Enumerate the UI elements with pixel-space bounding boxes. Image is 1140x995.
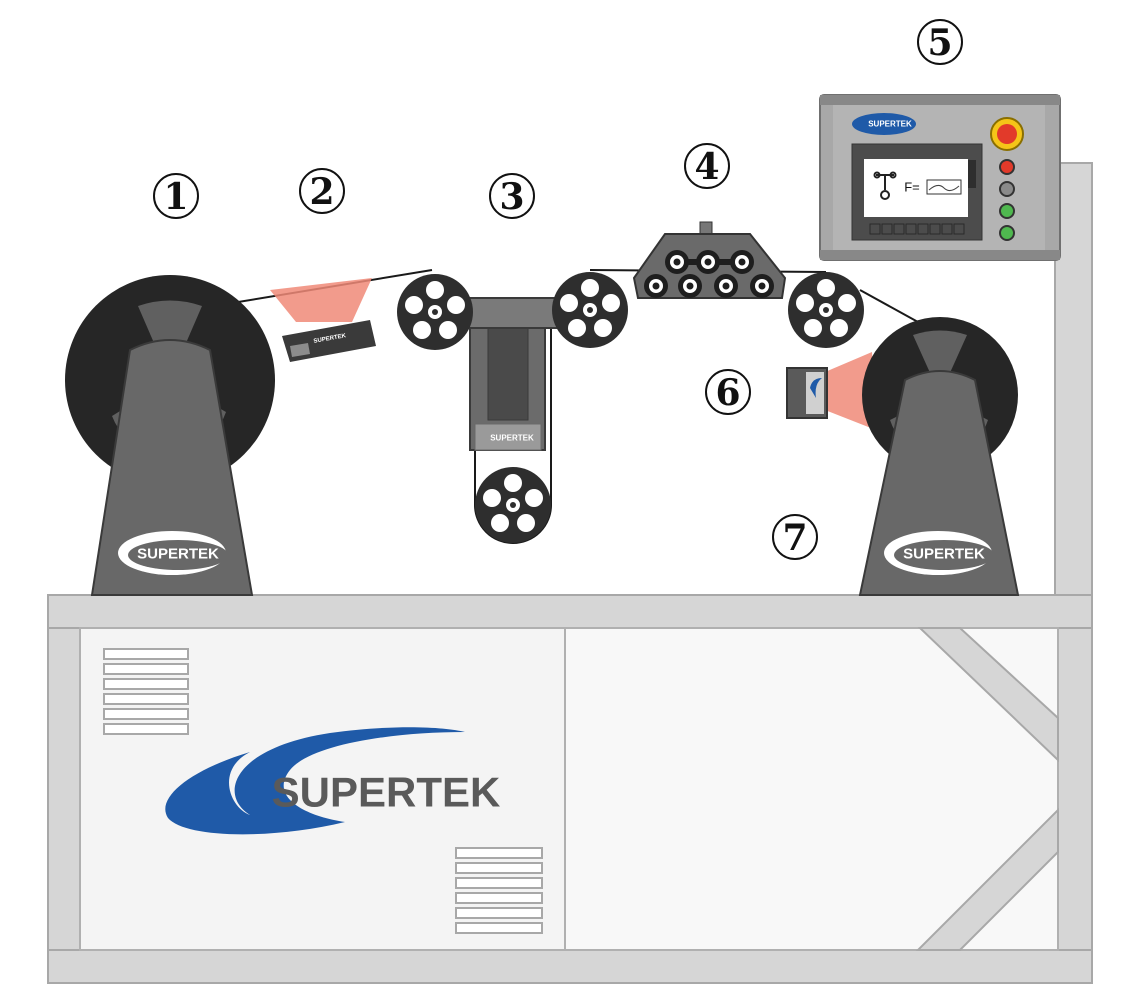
callout-7: 7 xyxy=(772,514,818,560)
callout-5-number: 5 xyxy=(927,22,952,64)
unwind-brand-text: SUPERTEK xyxy=(137,546,219,563)
left-leg xyxy=(47,627,81,951)
hmi-tension-icon xyxy=(873,171,897,200)
unwind-reel: SUPERTEK xyxy=(65,275,275,596)
upper-diagonal-brace xyxy=(917,627,1059,763)
dancer-roller xyxy=(475,467,551,543)
hmi-trend-box xyxy=(926,179,962,195)
callout-3-number: 3 xyxy=(499,176,524,218)
callout-labels: 1 2 3 4 5 6 7 xyxy=(153,19,963,560)
hmi-force-label: F= xyxy=(904,180,920,195)
unwind-stand xyxy=(90,339,254,596)
vent-grille-bottom xyxy=(455,847,543,934)
callout-2-number: 2 xyxy=(309,171,334,213)
laser-sensor-brand-text: SUPERTEK xyxy=(313,333,347,345)
guide-roller-left xyxy=(397,274,473,350)
callout-4-number: 4 xyxy=(694,146,719,188)
machine-frame: SUPERTEK xyxy=(47,162,1093,984)
callout-7-number: 7 xyxy=(782,517,807,559)
callout-1-number: 1 xyxy=(163,176,188,218)
callout-6-number: 6 xyxy=(715,372,740,414)
cabinet-logo: SUPERTEK xyxy=(165,727,501,835)
sensor-beam xyxy=(825,352,876,430)
table-top-bar xyxy=(47,594,1093,629)
right-upright xyxy=(1054,162,1093,599)
callout-3: 3 xyxy=(489,173,535,219)
gray-indicator xyxy=(999,181,1015,197)
dancer-brand-text: SUPERTEK xyxy=(490,434,534,443)
callout-6: 6 xyxy=(705,369,751,415)
green-indicator-1 xyxy=(999,203,1015,219)
lower-diagonal-brace xyxy=(915,807,1059,951)
diameter-sensor xyxy=(786,352,876,430)
control-panel: SUPERTEK F= xyxy=(819,94,1061,261)
callout-4: 4 xyxy=(684,143,730,189)
rewind-brand-text: SUPERTEK xyxy=(903,546,985,563)
hmi-softkeys xyxy=(869,223,965,235)
vent-grille-top xyxy=(103,648,189,735)
callout-5: 5 xyxy=(917,19,963,65)
guide-roller-center xyxy=(552,272,628,348)
laser-sensor: SUPERTEK xyxy=(270,278,376,362)
dancer-tension-unit: SUPERTEK xyxy=(419,297,573,543)
panel-brand-text: SUPERTEK xyxy=(868,120,912,129)
red-indicator xyxy=(999,159,1015,175)
tension-measuring-head xyxy=(632,221,787,299)
bottom-bar xyxy=(47,949,1093,984)
callout-1: 1 xyxy=(153,173,199,219)
supertek-swoosh-logo xyxy=(165,727,465,835)
guide-roller-right xyxy=(788,272,864,348)
laser-beam xyxy=(270,278,372,322)
green-indicator-2 xyxy=(999,225,1015,241)
cabinet-brand-text: SUPERTEK xyxy=(272,769,501,816)
rewind-reel: SUPERTEK xyxy=(858,317,1020,596)
callout-2: 2 xyxy=(299,168,345,214)
right-leg xyxy=(1057,627,1093,951)
